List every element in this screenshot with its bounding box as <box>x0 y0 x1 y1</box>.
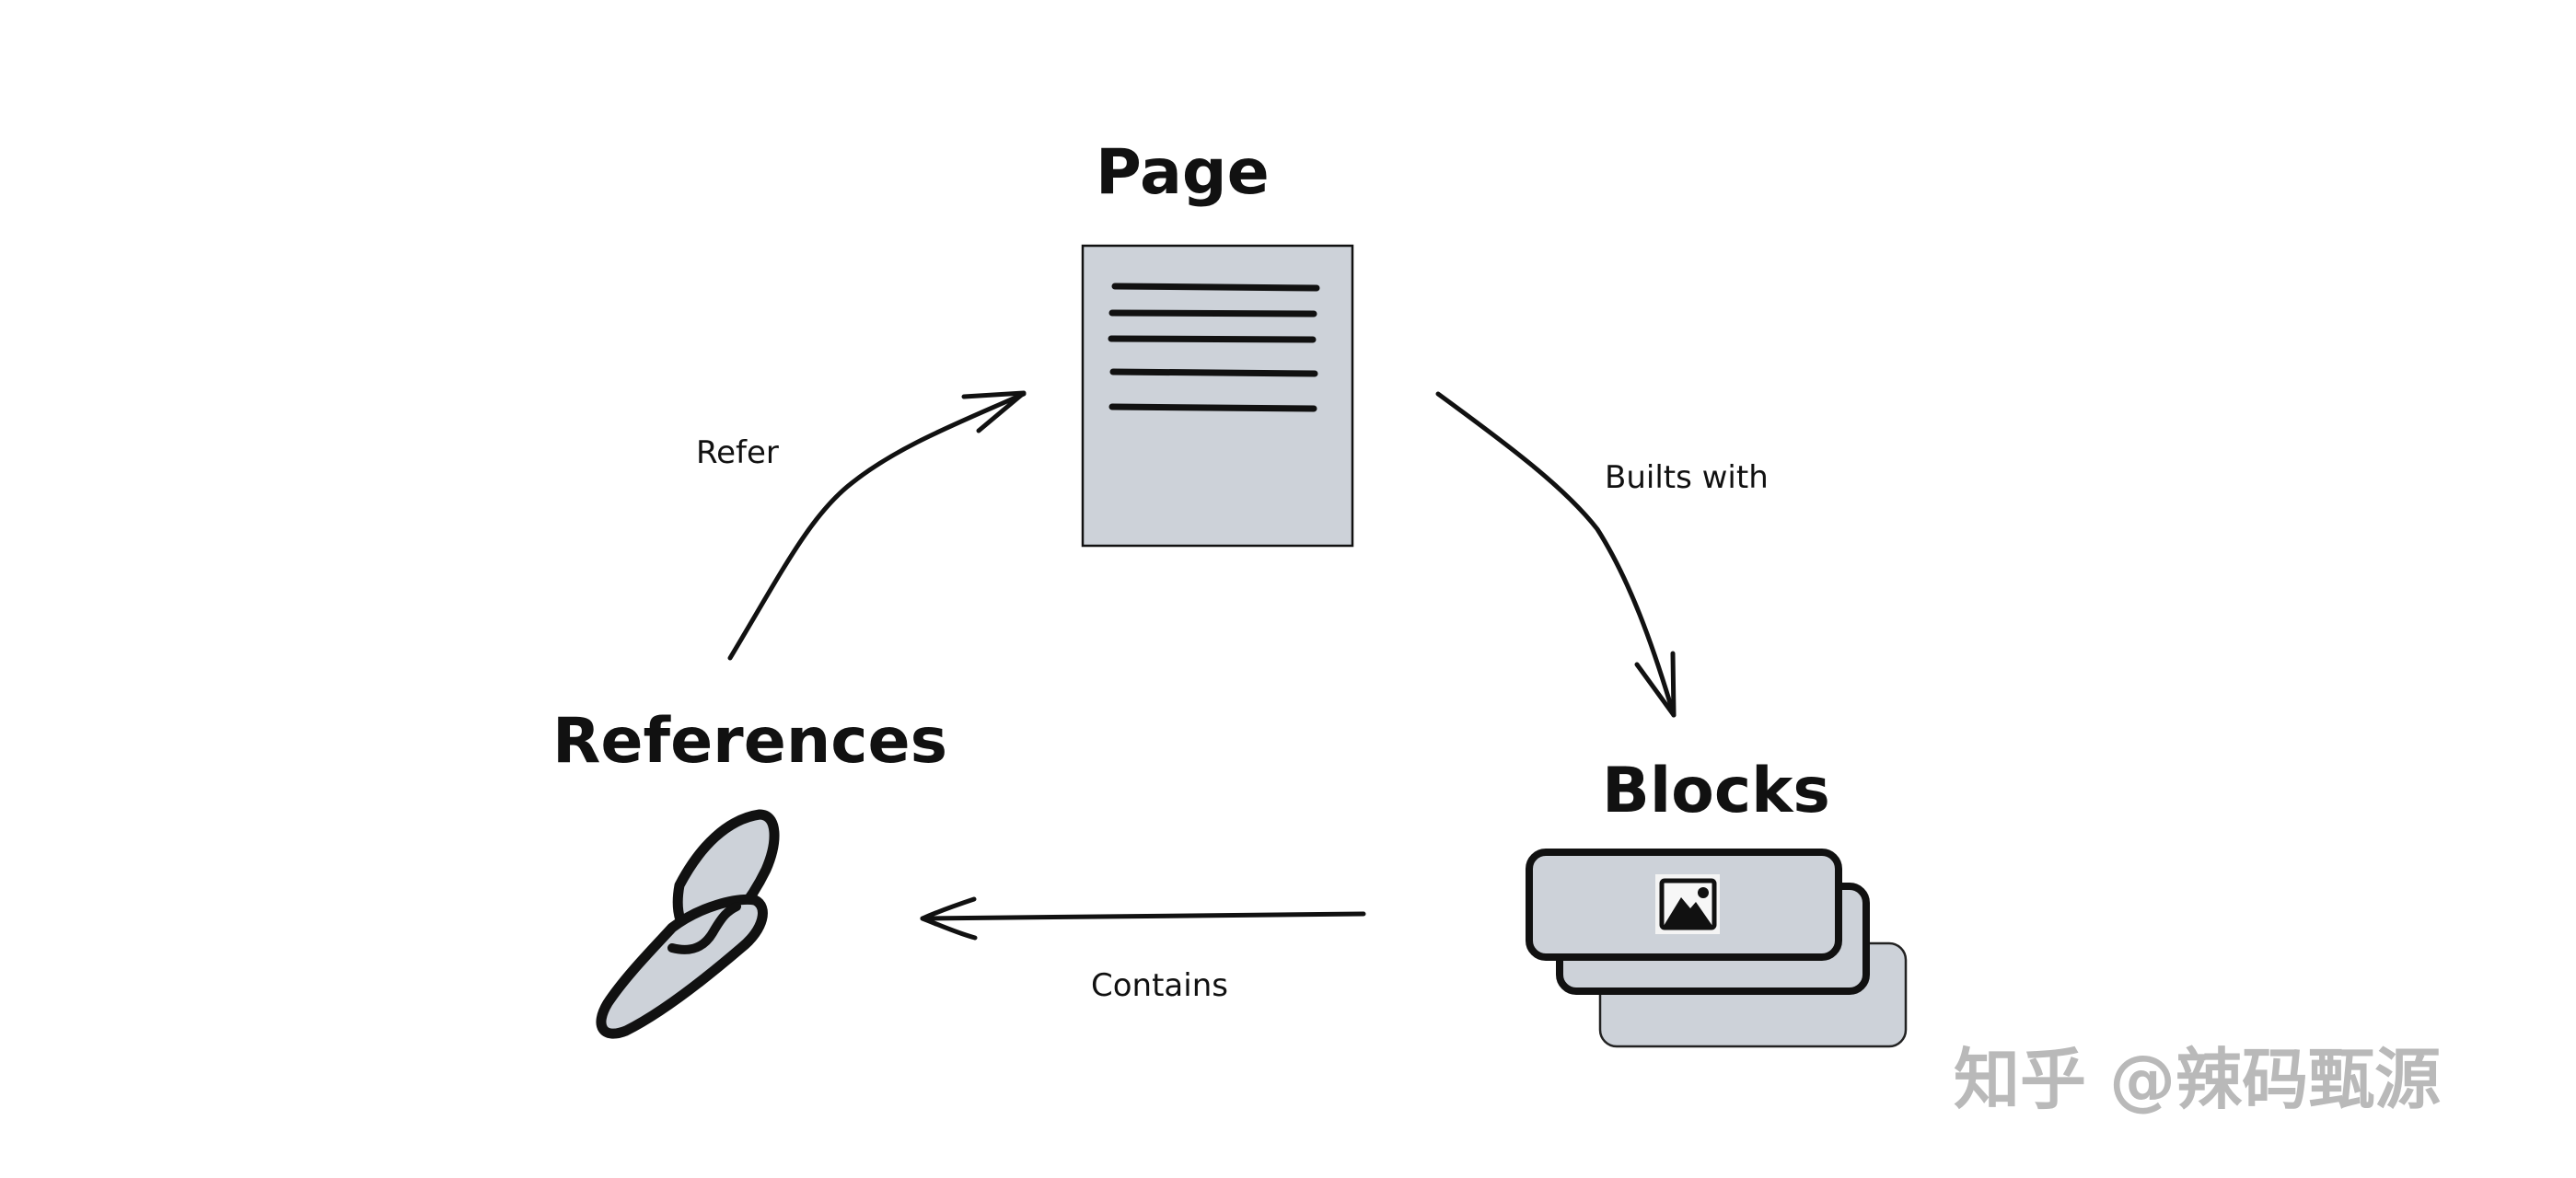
page-label: Page <box>1096 136 1270 209</box>
blocks-node[interactable]: Blocks <box>1526 755 1908 1048</box>
references-label: References <box>552 705 947 778</box>
builts-with-label: Builts with <box>1605 459 1769 496</box>
references-node[interactable]: References <box>552 705 947 1039</box>
link-icon <box>596 809 780 1039</box>
watermark: 知乎 @辣码甄源 <box>1954 1041 2441 1118</box>
contains-label: Contains <box>1091 967 1228 1004</box>
block-stack-icon <box>1526 849 1908 1048</box>
document-icon <box>1081 244 1354 548</box>
image-icon <box>1655 874 1720 934</box>
refer-label: Refer <box>696 434 779 471</box>
builts-with-arrow <box>1435 391 1677 718</box>
refer-arrow <box>727 390 1027 661</box>
page-node[interactable]: Page <box>1081 136 1354 548</box>
blocks-label: Blocks <box>1602 755 1830 827</box>
contains-arrow <box>920 896 1366 941</box>
